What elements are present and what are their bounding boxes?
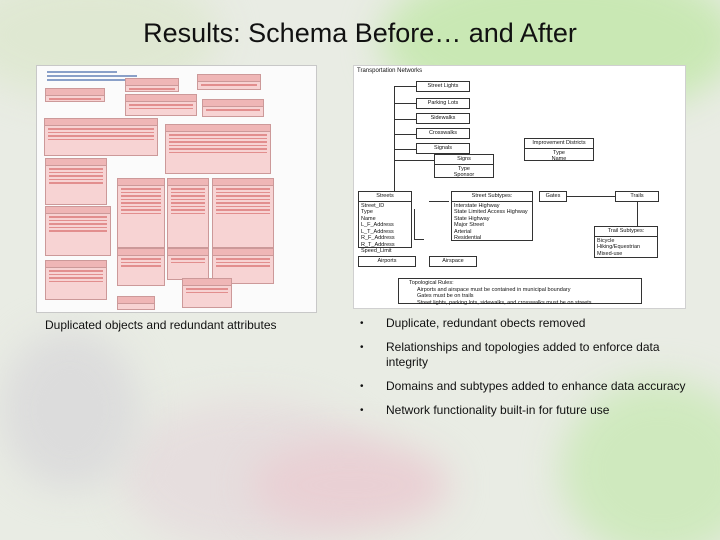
uml-class — [167, 178, 209, 248]
street-lights-entity: Street Lights — [416, 81, 470, 92]
bullet-item: •Domains and subtypes added to enhance d… — [360, 379, 686, 393]
slide-title: Results: Schema Before… and After — [143, 18, 577, 48]
street-subtypes-entity: Street Subtypes: Interstate Highway Stat… — [451, 191, 533, 241]
schema-before-image — [36, 65, 317, 313]
uml-class — [197, 74, 261, 90]
airports-entity: Airports — [358, 256, 416, 267]
bullet-icon: • — [360, 381, 364, 392]
uml-class — [117, 248, 165, 286]
uml-class — [117, 296, 155, 310]
uml-class — [44, 118, 158, 156]
streets-entity: Streets Street_ID Type Name L_F_Address … — [358, 191, 412, 254]
uml-class — [125, 94, 197, 116]
bullet-icon: • — [360, 342, 364, 353]
bullet-icon: • — [360, 405, 364, 416]
results-bullet-list: •Duplicate, redundant obects removed •Re… — [360, 316, 700, 427]
bullet-item: •Relationships and topologies added to e… — [360, 340, 660, 369]
gates-entity: Gates — [539, 191, 567, 202]
signals-entity: Signals — [416, 143, 470, 154]
uml-class — [165, 124, 271, 174]
improvement-districts-entity: Improvement Districts Type Name — [524, 138, 594, 162]
uml-class — [125, 78, 179, 92]
uml-class — [167, 248, 209, 280]
diagram-title: Transportation Networks — [357, 68, 423, 74]
uml-class — [45, 88, 105, 102]
sidewalks-entity: Sidewalks — [416, 113, 470, 124]
left-caption: Duplicated objects and redundant attribu… — [45, 318, 277, 332]
uml-class — [117, 178, 165, 248]
topological-rules-box: Topological Rules: Airports and airspace… — [398, 278, 642, 306]
uml-class — [45, 260, 107, 300]
signs-entity: Signs Type Sponsor — [434, 154, 494, 178]
schema-after-diagram: Transportation Networks Street Lights Pa… — [353, 65, 686, 309]
trail-subtypes-entity: Trail Subtypes: Bicycle Hiking/Equestria… — [594, 226, 658, 258]
uml-class — [182, 278, 232, 308]
bullet-item: •Duplicate, redundant obects removed — [360, 316, 586, 330]
uml-class — [212, 178, 274, 248]
trails-entity: Trails — [615, 191, 659, 202]
uml-class — [45, 206, 111, 256]
bullet-item: •Network functionality built-in for futu… — [360, 403, 610, 417]
bullet-icon: • — [360, 318, 364, 329]
uml-class — [45, 158, 107, 205]
uml-class — [202, 99, 264, 117]
parking-lots-entity: Parking Lots — [416, 98, 470, 109]
crosswalks-entity: Crosswalks — [416, 128, 470, 139]
airspace-entity: Airspace — [429, 256, 477, 267]
